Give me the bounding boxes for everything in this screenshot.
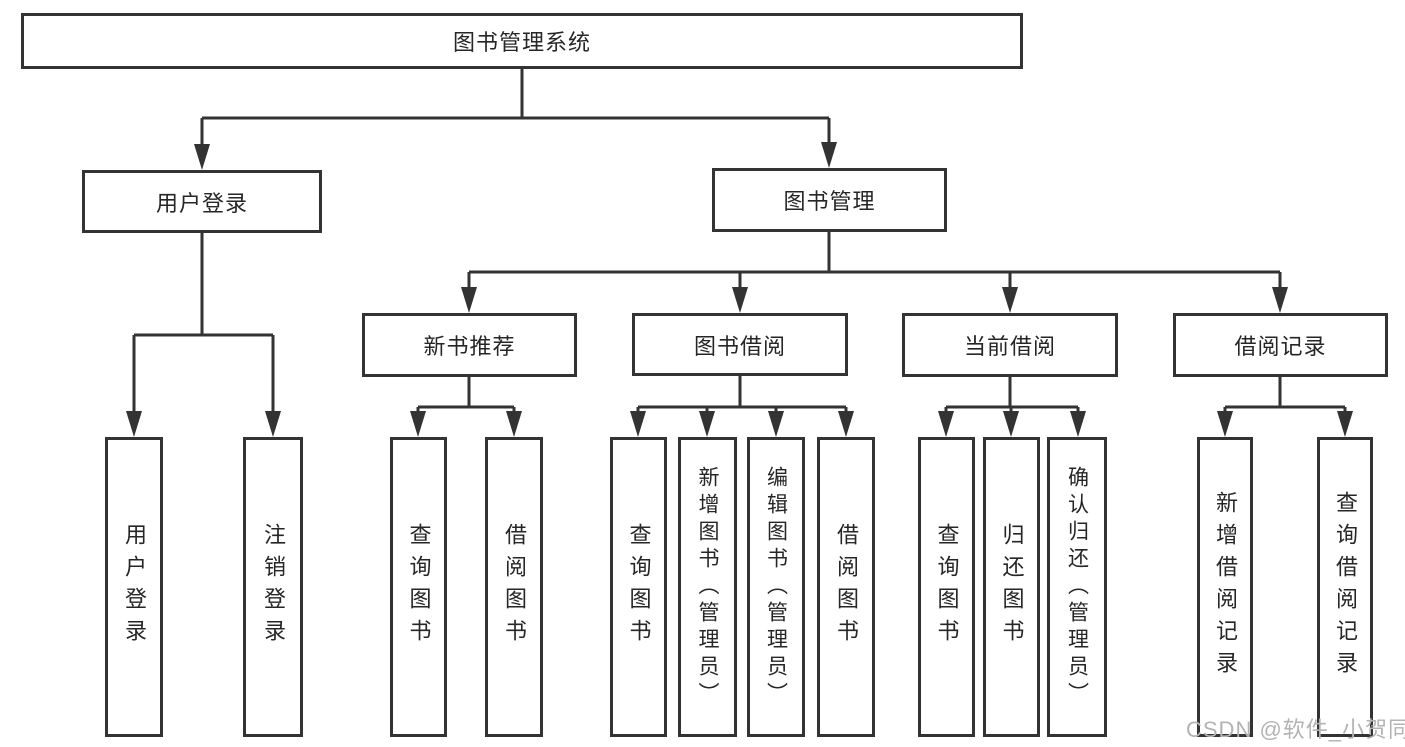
node-book-borrow: 图书借阅 xyxy=(632,313,848,376)
node-root-label: 图书管理系统 xyxy=(452,30,591,55)
node-borrow-record-label: 借阅记录 xyxy=(1234,334,1327,359)
leaf-logout-label: 注销登录 xyxy=(261,523,286,651)
leaf-bb-query-book-label: 查询图书 xyxy=(626,523,652,651)
leaf-nb-query-book-label: 查询图书 xyxy=(406,523,432,651)
node-book-management: 图书管理 xyxy=(712,168,947,232)
leaf-cb-query-book-label: 查询图书 xyxy=(934,523,960,651)
csdn-watermark: CSDN @软件_小贺同学 xyxy=(1186,717,1405,742)
leaf-cb-query-book: 查询图书 xyxy=(918,437,975,737)
node-user-login-label: 用户登录 xyxy=(155,190,248,216)
leaf-nb-borrow-book: 借阅图书 xyxy=(485,437,543,737)
node-borrow-record: 借阅记录 xyxy=(1173,313,1388,377)
node-book-borrow-label: 图书借阅 xyxy=(693,333,786,359)
leaf-bb-edit-book-admin-label: 编辑图书（管理员） xyxy=(764,465,788,709)
node-new-book-recommend-label: 新书推荐 xyxy=(423,334,516,359)
node-current-borrow-label: 当前借阅 xyxy=(963,334,1056,359)
node-current-borrow: 当前借阅 xyxy=(902,313,1118,377)
leaf-bb-add-book-admin-label: 新增图书（管理员） xyxy=(696,465,719,709)
node-book-management-label: 图书管理 xyxy=(783,189,876,214)
leaf-br-add-record: 新增借阅记录 xyxy=(1197,437,1253,737)
leaf-bb-edit-book-admin: 编辑图书（管理员） xyxy=(747,437,805,737)
leaf-cb-confirm-return-admin: 确认归还（管理员） xyxy=(1047,437,1107,737)
leaf-cb-return-book-label: 归还图书 xyxy=(999,523,1025,651)
leaf-bb-borrow-book: 借阅图书 xyxy=(817,437,875,737)
node-new-book-recommend: 新书推荐 xyxy=(362,313,577,377)
leaf-logout: 注销登录 xyxy=(243,437,303,737)
leaf-cb-confirm-return-admin-label: 确认归还（管理员） xyxy=(1065,465,1089,709)
leaf-user-login-label: 用户登录 xyxy=(122,523,147,651)
leaf-br-add-record-label: 新增借阅记录 xyxy=(1213,491,1238,683)
leaf-br-query-record: 查询借阅记录 xyxy=(1317,437,1373,737)
leaf-nb-borrow-book-label: 借阅图书 xyxy=(502,523,527,651)
leaf-bb-query-book: 查询图书 xyxy=(610,437,667,737)
leaf-bb-borrow-book-label: 借阅图书 xyxy=(834,523,859,651)
node-root: 图书管理系统 xyxy=(21,13,1023,69)
leaf-nb-query-book: 查询图书 xyxy=(390,437,447,737)
leaf-br-query-record-label: 查询借阅记录 xyxy=(1333,491,1358,683)
leaf-cb-return-book: 归还图书 xyxy=(983,437,1040,737)
leaf-user-login: 用户登录 xyxy=(105,437,163,737)
leaf-bb-add-book-admin: 新增图书（管理员） xyxy=(678,437,737,737)
node-user-login: 用户登录 xyxy=(82,170,322,233)
